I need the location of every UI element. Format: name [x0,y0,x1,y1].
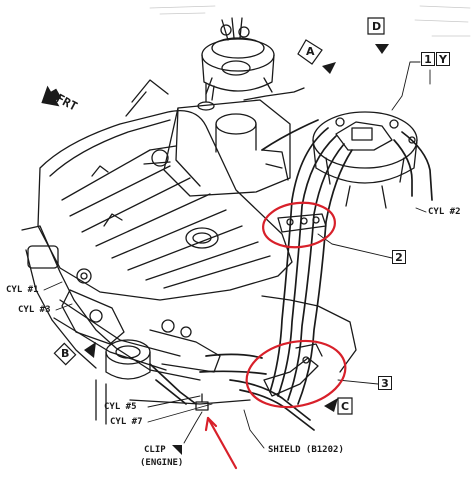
callout-y: Y [436,52,450,66]
clip-marker [172,445,182,455]
view-c-box [337,397,353,415]
cyl-2-label: CYL #2 [428,207,461,217]
frt-arrow [41,85,62,107]
background-ghost-marks [149,5,471,37]
view-b-arrow [84,342,96,358]
callout-3: 3 [378,376,392,390]
valve-cover-drawing [37,109,293,301]
lower-wire-clip-drawing [263,343,323,397]
cyl-7-label: CYL #7 [110,417,143,427]
cyl-5-label: CYL #5 [104,402,137,412]
engine-clip-drawing [195,393,209,411]
red-highlight-marks [204,201,347,470]
view-c-letter: C [341,400,350,413]
view-a-letter: A [306,45,315,58]
carburetor-drawing [143,83,305,197]
leader-lines [43,61,431,449]
shield-label: SHIELD (B1202) [268,445,344,455]
callout-2: 2 [392,250,406,264]
view-a-box [297,39,323,65]
view-d-arrow [375,44,389,54]
view-arrows [41,44,389,455]
view-d-letter: D [372,20,382,33]
distributor-drawing [312,111,418,209]
callout-1: 1 [421,52,435,66]
egr-valve-drawing [201,17,275,95]
view-c-arrow [324,398,338,412]
cyl-3-label: CYL #3 [18,305,51,315]
alternator-drawing [105,319,221,380]
engine-block-drawing [21,79,357,425]
clip-label: CLIP [144,445,166,455]
wire-separator-clip-drawing [277,213,327,233]
view-b-box [53,342,77,366]
left-bracket-drawing [27,245,125,345]
view-a-arrow [322,62,336,74]
view-b-letter: B [61,347,70,360]
view-d-box [367,17,385,35]
cyl-1-label: CYL #1 [6,285,39,295]
clip-engine-label: (ENGINE) [140,458,184,468]
